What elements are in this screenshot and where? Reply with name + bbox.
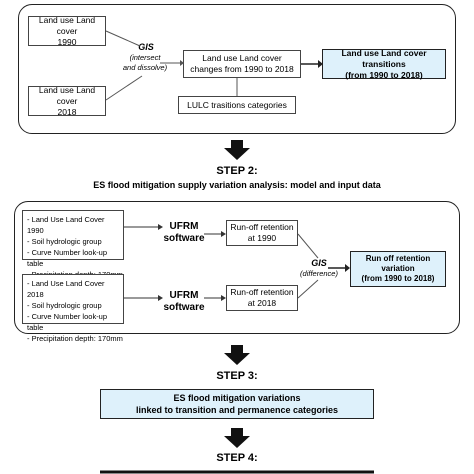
step1-gis-sub-label: (intersect and dissolve) (122, 53, 168, 72)
box-input-2018: - Land Use Land Cover 2018 - Soil hydrol… (22, 274, 124, 343)
box-runoff-2018: Run-off retention at 2018 (226, 285, 298, 311)
step1-panel (18, 4, 456, 134)
ufrm-software-2018: UFRM software (163, 290, 205, 313)
box-lulc-changes: Land use Land cover changes from 1990 to… (183, 50, 301, 78)
box-input-1990: - Land Use Land Cover 1990 - Soil hydrol… (22, 210, 124, 279)
box-lulc-2018: Land use Land cover 2018 (28, 85, 106, 117)
step3-down-arrow (224, 345, 250, 365)
step4-title: STEP 4: (216, 452, 258, 464)
step2-gis-sub-label: (difference) (300, 269, 338, 278)
box-runoff-1990: Run-off retention at 1990 (226, 220, 298, 246)
box-runoff-variation: Run off retention variation (from 1990 t… (350, 251, 446, 287)
box-lulc-categories: LULC trasitions categories (178, 96, 296, 114)
ufrm-software-1990: UFRM software (163, 221, 205, 244)
step4-down-arrow (224, 428, 250, 448)
step2-title: STEP 2: (216, 165, 258, 177)
step2-gis-label: GIS (311, 258, 327, 268)
step2-panel (14, 201, 460, 334)
step2-subtitle: ES flood mitigation supply variation ana… (93, 180, 381, 190)
step3-title: STEP 3: (216, 370, 258, 382)
step1-gis-label: GIS (138, 42, 154, 52)
step2-down-arrow (224, 140, 250, 160)
box-lulc-transitions: Land use Land cover transitions (from 19… (322, 48, 446, 80)
box-lulc-1990: Land use Land cover 1990 (28, 15, 106, 47)
box-step3-variations: ES flood mitigation variations linked to… (100, 389, 374, 419)
